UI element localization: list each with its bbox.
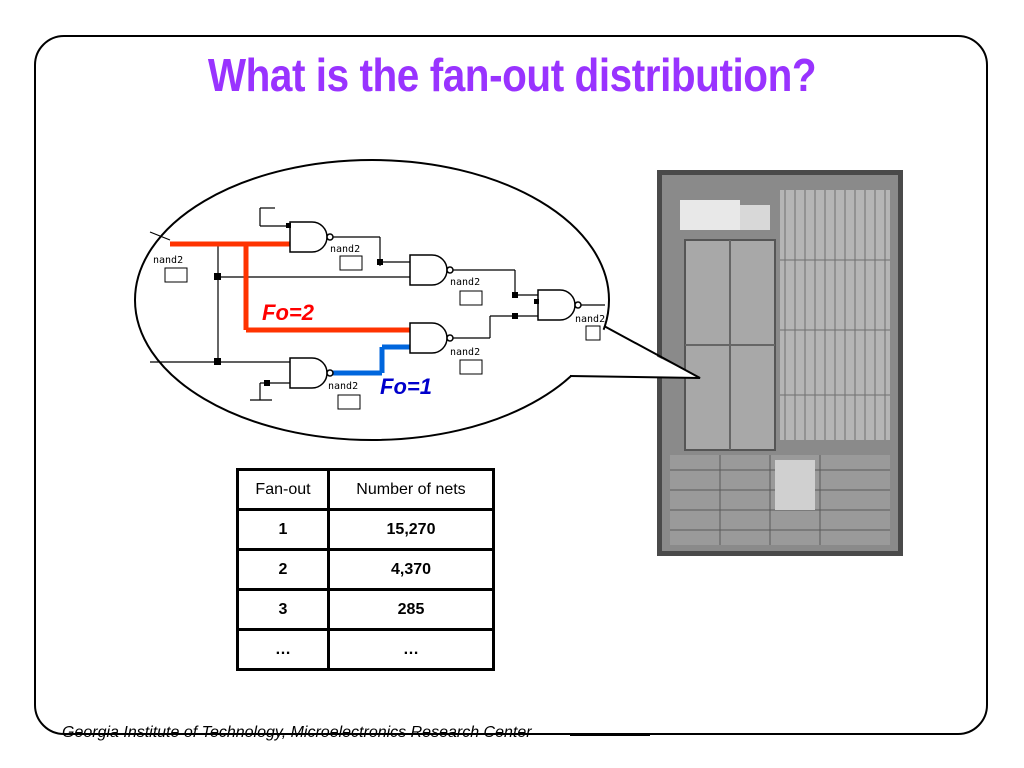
gate-label-3: nand2 bbox=[575, 314, 605, 325]
gate-label-1: nand2 bbox=[330, 244, 360, 255]
table-row: … … bbox=[236, 628, 495, 671]
cell-nets: 15,270 bbox=[327, 508, 495, 551]
chip-die-image bbox=[657, 170, 903, 556]
wire-junctions bbox=[214, 223, 539, 386]
table-row: 3 285 bbox=[236, 588, 495, 631]
cell-fanout: … bbox=[236, 628, 330, 671]
nand-gate-4 bbox=[409, 322, 454, 354]
fanout-1-label: Fo=1 bbox=[380, 374, 432, 399]
cell-fanout: 1 bbox=[236, 508, 330, 551]
footer-rule bbox=[570, 735, 650, 736]
table-row: 2 4,370 bbox=[236, 548, 495, 591]
cell-fanout: 2 bbox=[236, 548, 330, 591]
table-row: 1 15,270 bbox=[236, 508, 495, 551]
cell-fanout: 3 bbox=[236, 588, 330, 631]
callout-bubble bbox=[134, 159, 701, 441]
nand-gate-1 bbox=[289, 221, 334, 253]
header-fanout: Fan-out bbox=[236, 468, 330, 511]
fanout-table: Fan-out Number of nets 1 15,270 2 4,370 … bbox=[236, 468, 495, 671]
gate-label-input: nand2 bbox=[153, 255, 183, 266]
fanout-1-net bbox=[330, 344, 410, 376]
footer-credit: Georgia Institute of Technology, Microel… bbox=[62, 724, 532, 741]
cell-nets: … bbox=[327, 628, 495, 671]
gate-label-5: nand2 bbox=[328, 381, 358, 392]
nand-gate-2 bbox=[409, 254, 454, 286]
circuit-wires bbox=[149, 207, 605, 401]
gate-label-2: nand2 bbox=[450, 277, 480, 288]
table-header-row: Fan-out Number of nets bbox=[236, 468, 495, 511]
gate-label-4: nand2 bbox=[450, 347, 480, 358]
gate-glyph-marks bbox=[164, 255, 601, 410]
cell-nets: 4,370 bbox=[327, 548, 495, 591]
cell-nets: 285 bbox=[327, 588, 495, 631]
nand-gate-5 bbox=[289, 357, 334, 389]
slide-title: What is the fan-out distribution? bbox=[207, 49, 817, 101]
fanout-2-label: Fo=2 bbox=[262, 300, 315, 325]
slide-frame bbox=[34, 35, 988, 735]
header-number-of-nets: Number of nets bbox=[327, 468, 495, 511]
nand-gate-3 bbox=[537, 289, 582, 321]
fanout-2-net bbox=[170, 241, 410, 333]
